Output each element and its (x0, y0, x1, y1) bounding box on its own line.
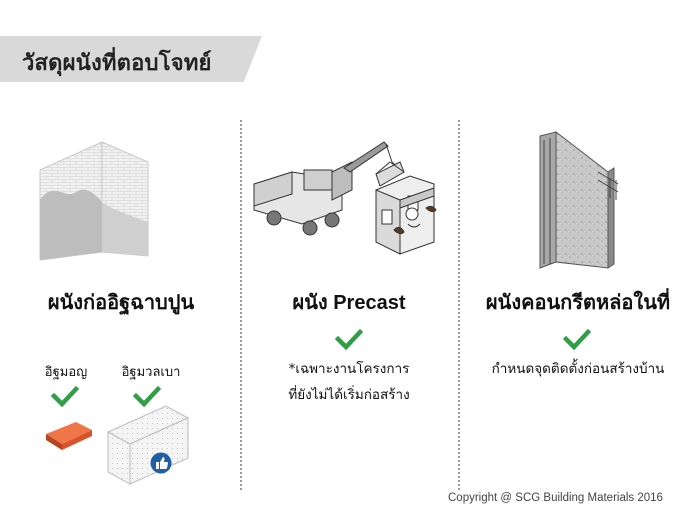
brick-wall-illustration (39, 141, 149, 261)
copyright-text: Copyright @ SCG Building Materials 2016 (448, 492, 663, 504)
column-divider-left (240, 120, 242, 490)
check-icon (562, 328, 592, 351)
precast-note-line-2: ที่ยังไม่ได้เริ่มก่อสร้าง (288, 387, 410, 403)
title-banner (0, 36, 262, 82)
column-divider-right (458, 120, 460, 490)
clay-brick-icon (46, 422, 92, 450)
lightweight-block-icon (106, 405, 190, 485)
heading-brick-plaster-wall: ผนังก่ออิฐฉาบปูน (47, 290, 195, 314)
page-title: วัสดุผนังที่ตอบโจทย์ (22, 51, 212, 76)
check-icon (334, 328, 364, 351)
cast-concrete-illustration (539, 130, 619, 269)
check-icon (132, 385, 162, 408)
cast-in-place-note: กำหนดจุดติดตั้งก่อนสร้างบ้าน (491, 361, 665, 377)
thumbs-up-icon (150, 452, 172, 474)
check-icon (50, 385, 80, 408)
label-clay-brick: อิฐมอญ (44, 365, 88, 380)
heading-cast-in-place-wall: ผนังคอนกรีตหล่อในที่ (485, 290, 671, 314)
label-lightweight-block: อิฐมวลเบา (121, 365, 181, 380)
precast-note-line-1: *เฉพาะงานโครงการ (288, 361, 410, 377)
heading-precast-wall: ผนัง Precast (292, 292, 406, 314)
precast-crane-illustration (253, 141, 437, 255)
